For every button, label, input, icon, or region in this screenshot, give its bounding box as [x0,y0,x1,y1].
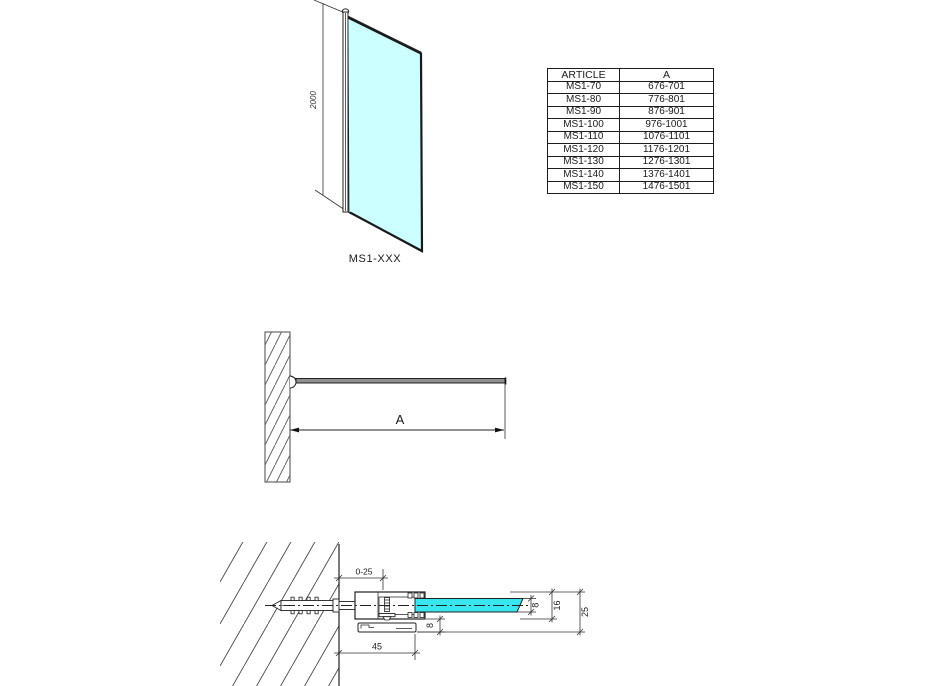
dowel-ribs [290,596,319,615]
table-row: MS1-130 1276-1301 [547,155,714,169]
range-cell: 976-1001 [619,118,714,132]
range-cell: 1376-1401 [619,168,714,182]
front-view-drawing: 2000 MS1-XXX [309,0,424,265]
wall-offset-text: 0-25 [355,567,372,577]
range-cell: 1276-1301 [619,155,714,169]
cover-profile [357,622,417,633]
inner-height-dimension: 16 [510,588,585,623]
wall-offset-dimension: 0-25 [334,567,388,590]
article-cell: MS1-130 [547,155,620,169]
top-view-drawing: A [264,331,507,483]
table-row: MS1-80 776-801 [547,93,714,107]
table-header-row: ARTICLE A [547,68,714,82]
article-cell: MS1-80 [547,93,620,107]
range-cell: 676-701 [619,80,714,94]
range-cell: 776-801 [619,93,714,107]
profile-width-text: 45 [372,642,382,652]
table-row: MS1-140 1376-1401 [547,168,714,182]
height-dimension-text: 2000 [309,91,318,110]
wall-profile [341,8,350,213]
table-row: MS1-90 876-901 [547,105,714,119]
glass-thickness-dimension: 8 [517,595,541,616]
wall-bracket [289,375,297,389]
article-cell: MS1-120 [547,143,620,157]
wall-hatch [264,331,291,483]
flange-height-text: 8 [425,623,435,628]
range-cell: 1076-1101 [619,130,714,144]
glass-panel [347,15,424,253]
model-label: MS1-XXX [349,253,402,265]
table-row: MS1-100 976-1001 [547,118,714,132]
total-height-dimension: 25 [417,588,590,636]
article-cell: MS1-110 [547,130,620,144]
article-cell: MS1-140 [547,168,620,182]
article-cell: MS1-100 [547,118,620,132]
width-dimension: A [290,384,506,439]
table-row: MS1-120 1176-1201 [547,143,714,157]
glass-clamp-ribs [407,592,425,618]
glass-thickness-text: 8 [531,603,541,608]
range-cell: 876-901 [619,105,714,119]
article-cell: MS1-150 [547,180,620,194]
column-header-a: A [619,68,714,82]
range-cell: 1476-1501 [619,180,714,194]
inner-height-text: 16 [552,600,562,610]
width-dimension-text: A [396,412,405,427]
table-row: MS1-70 676-701 [547,80,714,94]
range-cell: 1176-1201 [619,143,714,157]
glass-panel-plan [295,377,507,385]
adjustment-screw [378,597,396,621]
section-detail-drawing: 0-25 45 8 8 16 25 [220,542,590,686]
column-header-article: ARTICLE [547,68,620,82]
article-cell: MS1-90 [547,105,620,119]
profile-width-dimension: 45 [334,634,420,660]
article-cell: MS1-70 [547,80,620,94]
table-row: MS1-110 1076-1101 [547,130,714,144]
dimension-table: ARTICLE A MS1-70 676-701 MS1-80 776-801 … [547,68,714,194]
wall-hatch [220,542,340,686]
table-row: MS1-150 1476-1501 [547,180,714,194]
total-height-text: 25 [580,607,590,617]
